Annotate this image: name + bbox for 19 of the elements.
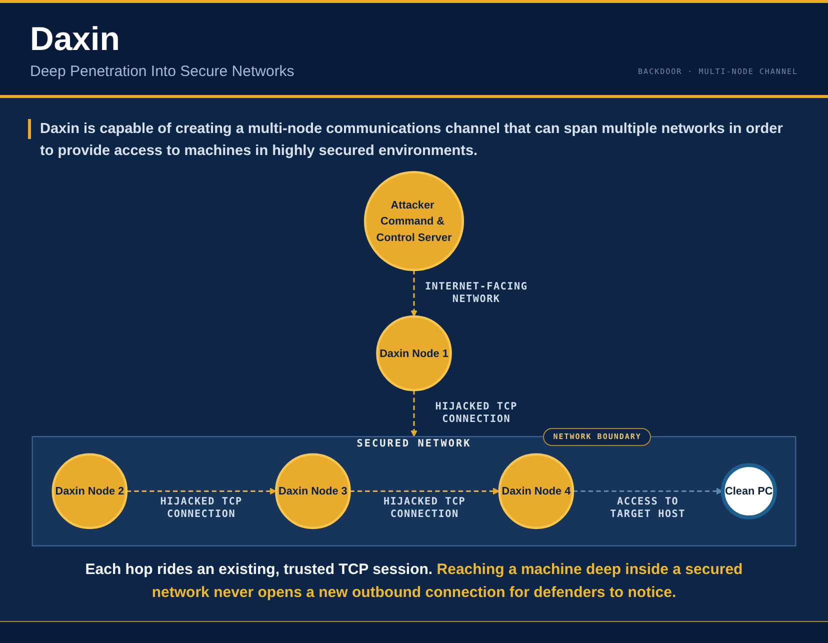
subtitle: Deep Penetration Into Secure Networks <box>30 62 294 82</box>
node-circle: Daxin Node 4 <box>498 453 574 530</box>
arrow <box>410 270 418 317</box>
arrow <box>350 488 500 495</box>
edge-label: ACCESS TO TARGET HOST <box>610 496 686 520</box>
edge-label: HIJACKED TCP CONNECTION <box>435 400 518 425</box>
node-circle: Attacker Command & Control Server <box>364 171 464 272</box>
intro-text: Daxin is capable of creating a multi-node communications channel that can span multiple networks in order to provide access to machines in highly secured environments. <box>40 120 784 161</box>
node-circle: Daxin Node 3 <box>275 453 351 530</box>
arrow <box>410 390 418 437</box>
edge-label: INTERNET-FACING NETWORK <box>424 280 528 305</box>
edge-label: HIJACKED TCP CONNECTION <box>160 496 242 520</box>
node-circle: Daxin Node 2 <box>52 453 128 530</box>
caption: Each hop rides an existing, trusted TCP session. Reaching a machine deep inside a secured network never opens a new outbound connection for defenders to notice. <box>84 560 744 603</box>
node-circle: Clean PC <box>720 463 778 520</box>
node-circle: Daxin Node 1 <box>376 315 452 392</box>
title: Daxin <box>30 19 120 59</box>
arrow <box>126 488 276 495</box>
edge-label: HIJACKED TCP CONNECTION <box>383 496 466 520</box>
